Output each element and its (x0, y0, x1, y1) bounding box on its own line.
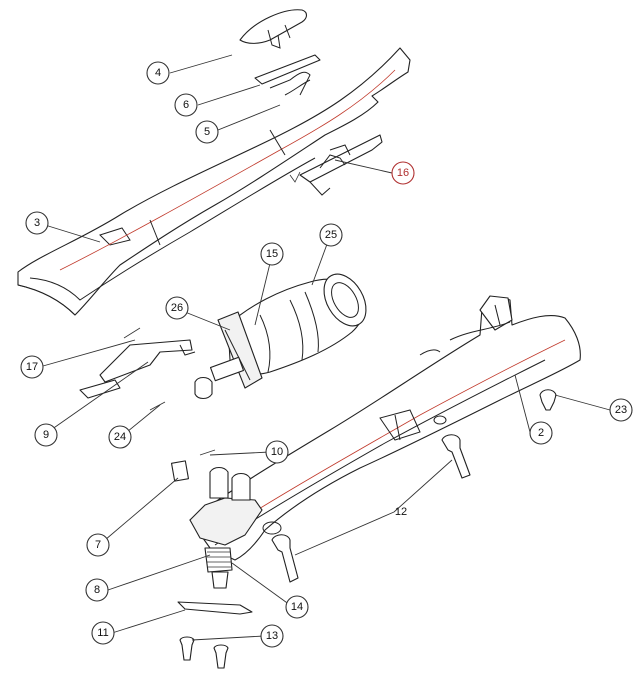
svg-text:4: 4 (155, 67, 161, 79)
screws-part (179, 636, 229, 669)
upper-cover-part (17, 47, 411, 316)
lower-body-part (189, 295, 581, 561)
motor-assembly (194, 273, 367, 400)
callout-14: 14 (285, 595, 309, 619)
callout-24: 24 (108, 425, 132, 449)
callout-9: 9 (34, 423, 58, 447)
svg-text:24: 24 (114, 431, 126, 443)
base-mount-part (170, 460, 263, 546)
blade-part (177, 601, 253, 615)
svg-text:15: 15 (266, 248, 278, 260)
callout-15: 15 (260, 242, 284, 266)
callout-26: 26 (165, 296, 189, 320)
svg-text:9: 9 (43, 429, 49, 441)
svg-text:26: 26 (171, 302, 183, 314)
spring-socket-part (204, 547, 233, 589)
svg-text:13: 13 (266, 630, 278, 642)
top-cap-part (239, 9, 308, 49)
callout-5: 5 (195, 120, 219, 144)
svg-text:8: 8 (94, 584, 100, 596)
callout-7: 7 (86, 533, 110, 557)
svg-text:25: 25 (325, 229, 337, 241)
svg-text:10: 10 (271, 446, 283, 458)
callout-16: 16 (391, 161, 415, 185)
svg-text:12: 12 (395, 506, 407, 518)
callout-23: 23 (609, 398, 633, 422)
svg-text:7: 7 (95, 539, 101, 551)
leader-lines (42, 54, 611, 641)
svg-text:23: 23 (615, 404, 627, 416)
bolt-part (271, 434, 471, 583)
side-bracket-part (79, 327, 196, 399)
callout-17: 17 (20, 355, 44, 379)
callout-12: 12 (395, 506, 407, 518)
bracket-part (299, 134, 383, 196)
svg-text:3: 3 (34, 217, 40, 229)
callout-10: 10 (265, 440, 289, 464)
callout-3: 3 (25, 211, 49, 235)
callout-25: 25 (319, 223, 343, 247)
svg-text:11: 11 (97, 627, 108, 639)
callout-13: 13 (260, 624, 284, 648)
latch-plate-part (254, 54, 321, 96)
callout-6: 6 (174, 93, 198, 117)
svg-text:6: 6 (183, 99, 189, 111)
clip-pin-part (199, 449, 216, 456)
svg-text:14: 14 (291, 601, 303, 613)
svg-text:17: 17 (26, 361, 38, 373)
svg-text:2: 2 (538, 427, 544, 439)
svg-text:5: 5 (204, 126, 210, 138)
pin-part (149, 401, 166, 411)
callout-8: 8 (85, 578, 109, 602)
callout-11: 11 (91, 621, 115, 645)
small-screw-part (539, 389, 557, 411)
svg-text:16: 16 (397, 167, 409, 179)
callout-2: 2 (529, 421, 553, 445)
callout-4: 4 (146, 61, 170, 85)
